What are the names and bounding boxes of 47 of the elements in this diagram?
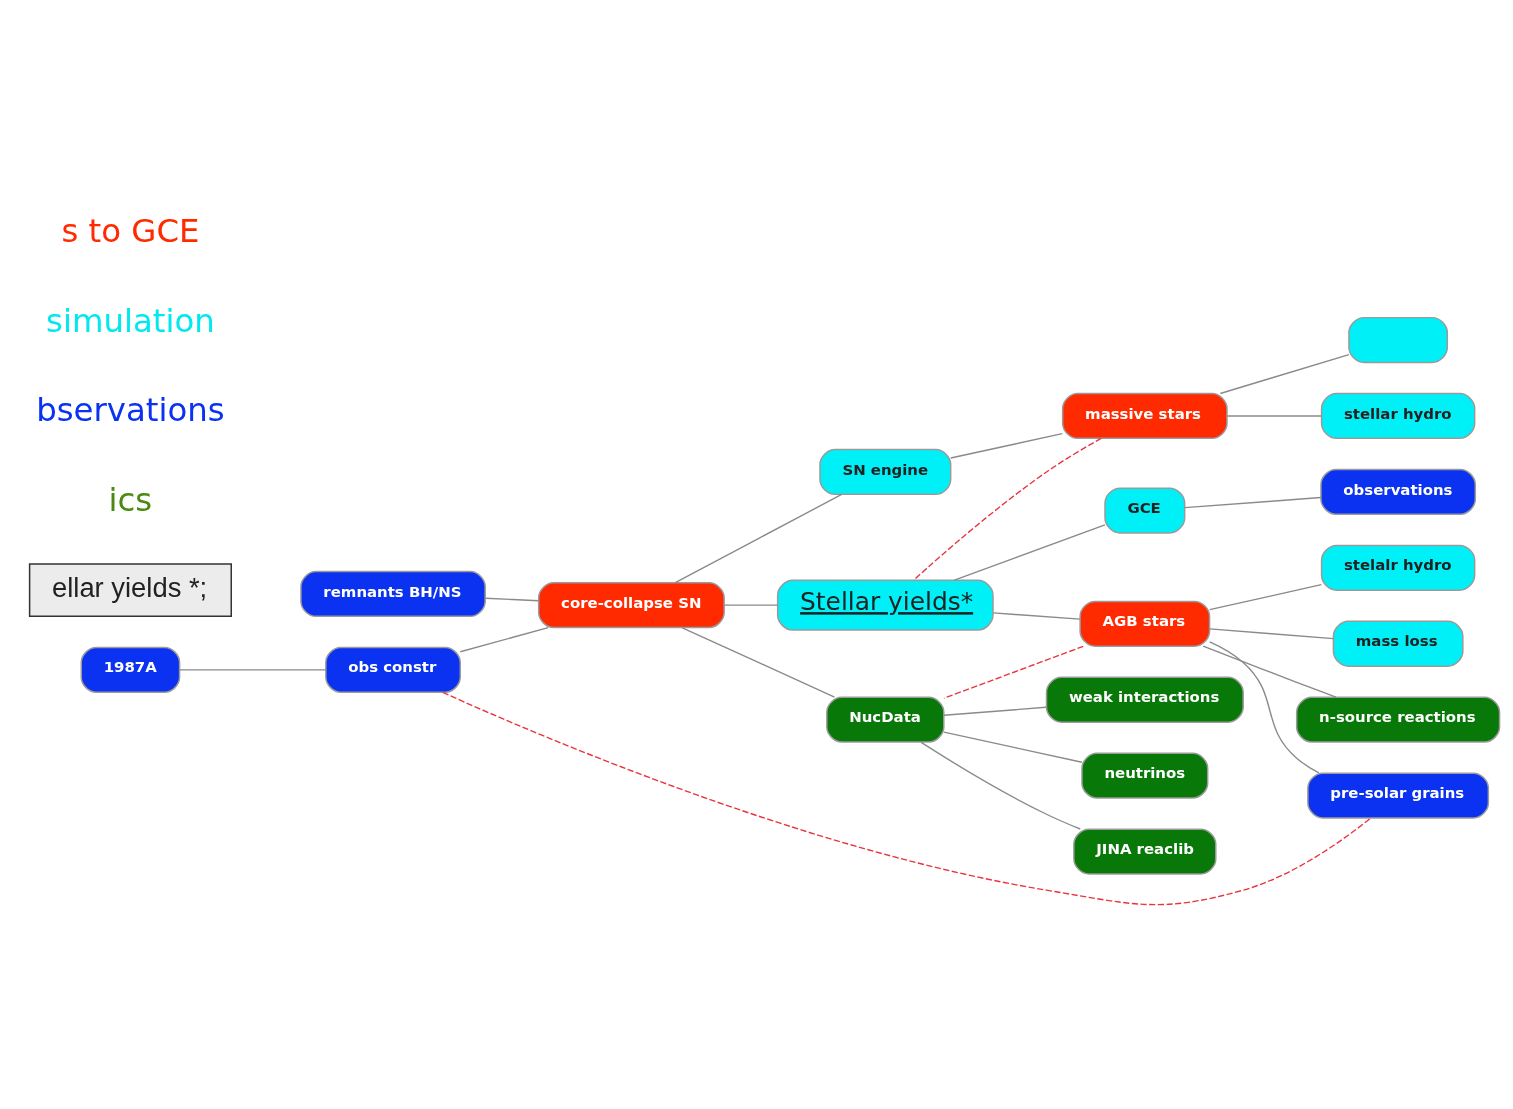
node-box: stellar hydro	[1320, 392, 1476, 439]
connector	[1226, 414, 1322, 417]
connector	[1184, 496, 1322, 508]
node-box: NucData	[826, 696, 945, 743]
connector	[992, 611, 1081, 620]
connector	[950, 432, 1063, 459]
connector	[943, 706, 1047, 716]
connector	[674, 493, 843, 583]
connector	[913, 437, 1102, 581]
node-box: 1987A	[80, 646, 181, 693]
node-box: core-collapse SN	[537, 581, 725, 628]
node-box: GCE	[1104, 486, 1186, 534]
connector	[943, 730, 1083, 763]
node-box: SN engine	[819, 448, 952, 495]
connector	[920, 741, 1081, 830]
node-box: observations	[1320, 468, 1477, 515]
node-box: weak interactions	[1045, 676, 1244, 723]
node-box: JINA reaclib	[1073, 827, 1217, 875]
label: ics	[108, 480, 153, 519]
node-box: obs constr	[325, 646, 461, 693]
connector	[442, 691, 1372, 905]
node-box: ellar yields *;	[28, 562, 232, 617]
node-box: neutrinos	[1081, 752, 1209, 799]
connector	[723, 603, 779, 606]
connector	[953, 523, 1106, 581]
node-box: stelalr hydro	[1320, 544, 1476, 591]
node-box: massive stars	[1061, 392, 1228, 439]
connector	[681, 626, 836, 698]
connector	[1209, 583, 1322, 610]
connector	[179, 668, 327, 671]
node-box: remnants BH/NS	[300, 570, 486, 617]
connector	[1219, 353, 1350, 394]
node-box: mass loss	[1332, 620, 1464, 667]
connector	[1209, 640, 1320, 774]
node-box: pre-solar grains	[1307, 771, 1490, 819]
node-box: Stellar yields*	[776, 579, 994, 631]
label: bservations	[36, 390, 225, 429]
connector	[459, 626, 549, 652]
connector	[943, 645, 1084, 699]
label: simulation	[46, 301, 215, 340]
node-box: n-source reactions	[1295, 696, 1501, 743]
connector	[1209, 627, 1335, 639]
label: s to GCE	[61, 211, 200, 250]
node-box	[1348, 316, 1449, 363]
connector	[484, 597, 540, 601]
connector	[1202, 645, 1337, 698]
node-box: AGB stars	[1079, 600, 1211, 647]
